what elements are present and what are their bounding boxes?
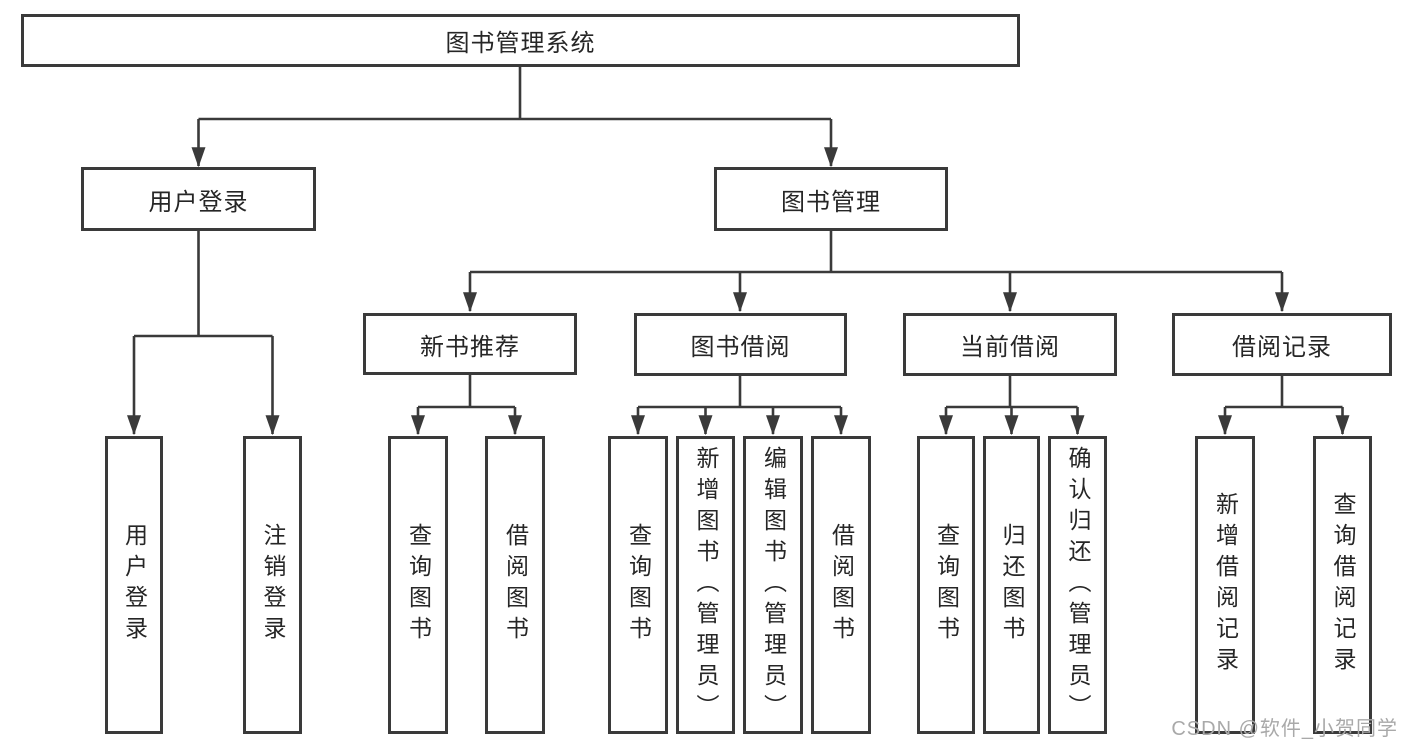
leaf-borrow-books-2: 借阅图书 — [811, 436, 871, 734]
leaf-query-books-1: 查询图书 — [388, 436, 448, 734]
leaf-logout-label: 注销登录 — [260, 523, 286, 647]
leaf-user-login-label: 用户登录 — [121, 523, 148, 647]
leaf-user-login: 用户登录 — [105, 436, 163, 734]
leaf-confirm-return-admin: 确认归还（管理员） — [1048, 436, 1107, 734]
node-user-login: 用户登录 — [81, 167, 316, 231]
leaf-query-books-2-label: 查询图书 — [625, 523, 652, 647]
leaf-logout: 注销登录 — [243, 436, 302, 734]
leaf-borrow-books-1: 借阅图书 — [485, 436, 545, 734]
leaf-add-book-admin-label: 新增图书（管理员） — [693, 445, 719, 725]
leaf-query-books-3-label: 查询图书 — [933, 523, 960, 647]
leaf-confirm-return-admin-label: 确认归还（管理员） — [1065, 445, 1091, 725]
leaf-edit-book-admin: 编辑图书（管理员） — [743, 436, 803, 734]
leaf-edit-book-admin-label: 编辑图书（管理员） — [760, 445, 787, 725]
leaf-query-borrow-record-label: 查询借阅记录 — [1330, 492, 1356, 678]
leaf-add-borrow-record-label: 新增借阅记录 — [1212, 492, 1239, 678]
leaf-return-book: 归还图书 — [983, 436, 1040, 734]
leaf-query-books-2: 查询图书 — [608, 436, 668, 734]
leaf-return-book-label: 归还图书 — [999, 523, 1025, 647]
leaf-add-borrow-record: 新增借阅记录 — [1195, 436, 1255, 734]
node-book-mgmt: 图书管理 — [714, 167, 948, 231]
leaf-borrow-books-2-label: 借阅图书 — [828, 523, 855, 647]
node-borrow-records: 借阅记录 — [1172, 313, 1392, 376]
leaf-query-books-3: 查询图书 — [917, 436, 975, 734]
node-new-book-rec: 新书推荐 — [363, 313, 577, 375]
csdn-watermark: CSDN @软件_小贺同学 — [1171, 718, 1398, 740]
node-root: 图书管理系统 — [21, 14, 1020, 67]
leaf-query-books-1-label: 查询图书 — [405, 523, 432, 647]
leaf-add-book-admin: 新增图书（管理员） — [676, 436, 735, 734]
node-current-borrow: 当前借阅 — [903, 313, 1117, 376]
leaf-borrow-books-1-label: 借阅图书 — [502, 523, 529, 647]
node-book-borrow: 图书借阅 — [634, 313, 847, 376]
connector-skeleton — [134, 67, 1343, 409]
leaf-query-borrow-record: 查询借阅记录 — [1313, 436, 1372, 734]
